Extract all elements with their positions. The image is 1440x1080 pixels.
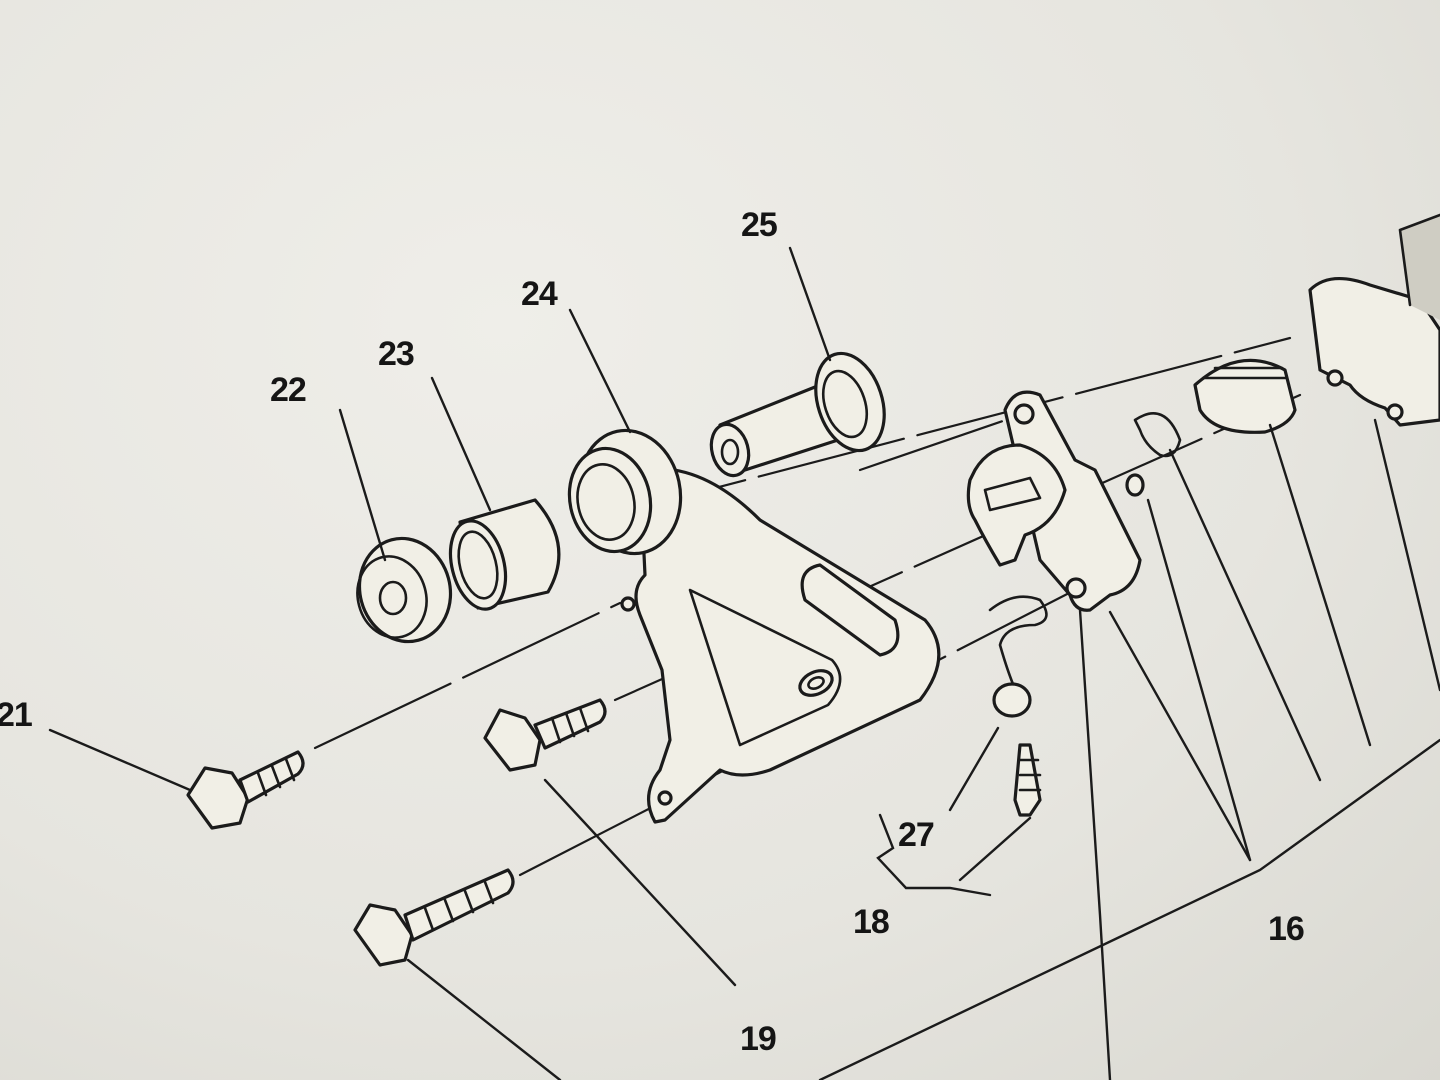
callout-24: 24: [521, 275, 558, 313]
callout-19: 19: [740, 1020, 777, 1058]
part-25-pivot-pin: [709, 351, 886, 478]
part-24-bracket: [567, 428, 941, 824]
part-16-plate-assembly: [966, 358, 1297, 817]
leader-lines: [48, 246, 1440, 1080]
part-22-washer: [356, 536, 453, 644]
callout-21: 21: [0, 696, 33, 734]
callout-22: 22: [270, 371, 307, 409]
part-21-bolt: [186, 750, 305, 830]
callout-23: 23: [378, 335, 415, 373]
part-19-bolt-short: [483, 698, 607, 772]
callout-25: 25: [741, 206, 778, 244]
callout-16: 16: [1268, 910, 1305, 948]
part-brake-pad: [1308, 213, 1440, 427]
callout-18: 18: [853, 903, 890, 941]
callout-27: 27: [898, 816, 935, 854]
part-23-sleeve: [448, 498, 561, 611]
part-19-bolt-long: [353, 868, 515, 967]
